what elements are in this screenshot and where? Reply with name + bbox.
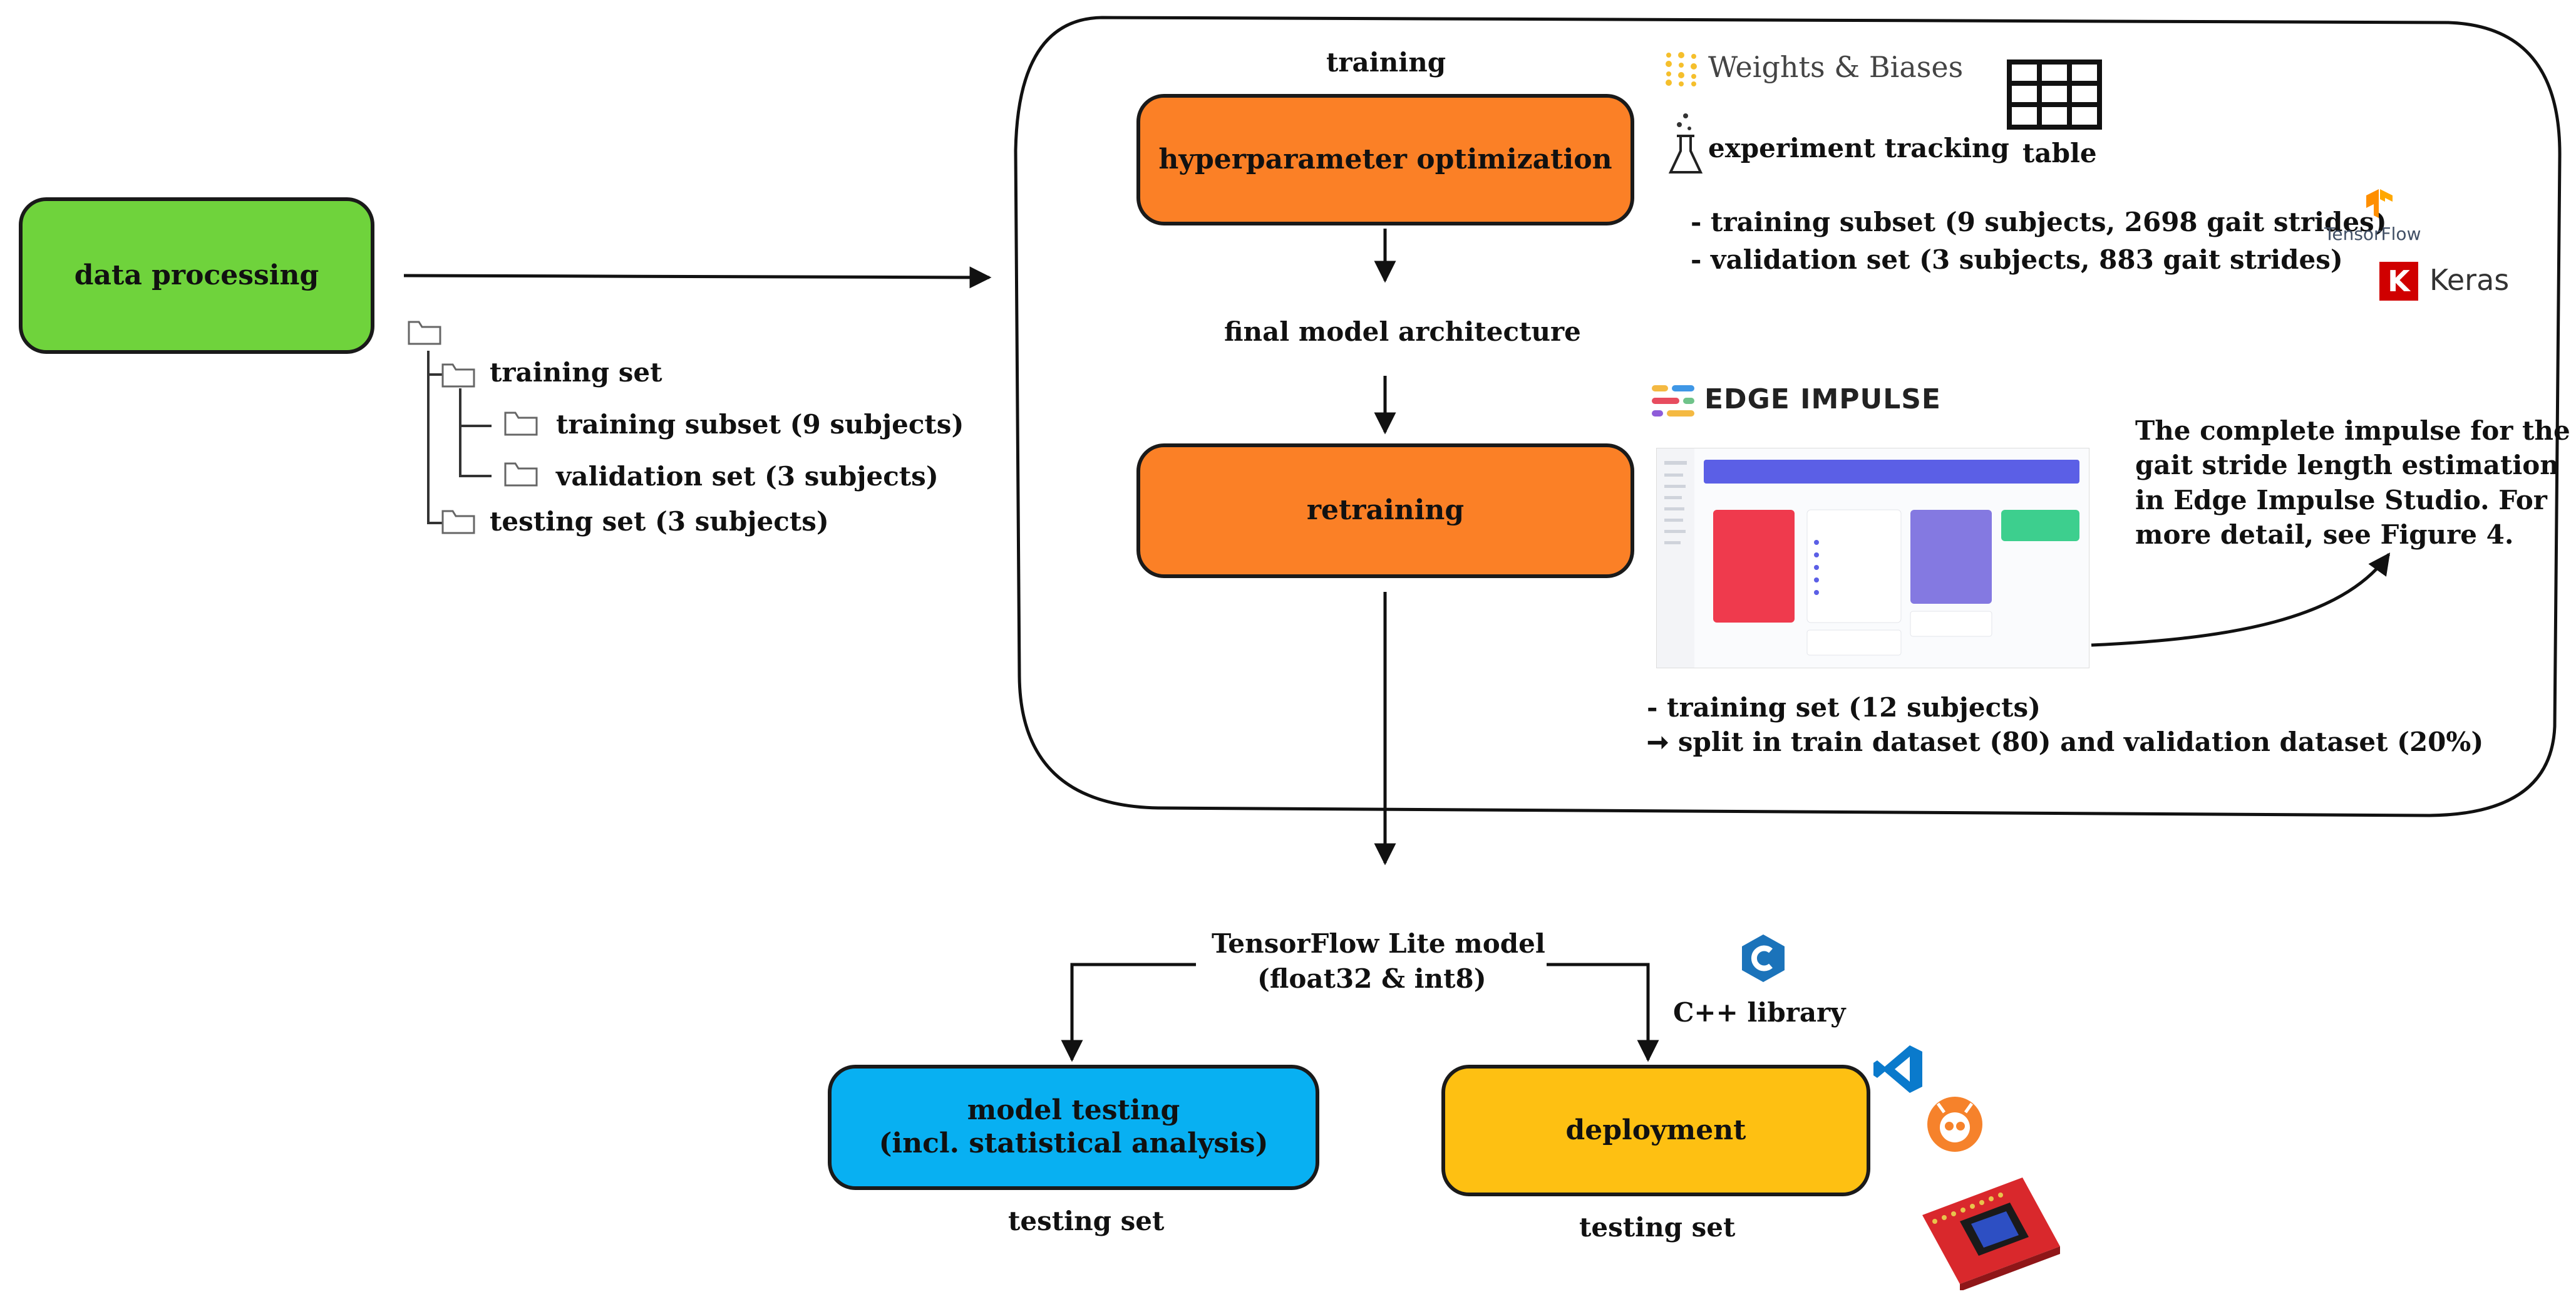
deployment-testing-set-label: testing set	[1579, 1212, 1736, 1243]
data-processing-box: data processing	[19, 197, 374, 354]
model-testing-box: model testing (incl. statistical analysi…	[828, 1065, 1319, 1190]
folder-icon	[441, 509, 476, 537]
caption-line: gait stride length estimation	[2135, 450, 2559, 481]
tflite-model-label: TensorFlow Lite model	[1212, 928, 1545, 959]
retraining-label: retraining	[1306, 494, 1465, 527]
tflite-model-sublabel: (float32 & int8)	[1257, 963, 1486, 994]
retraining-box: retraining	[1136, 443, 1634, 578]
deployment-box: deployment	[1441, 1065, 1870, 1196]
table-icon	[2007, 60, 2102, 132]
tree-testing-set: testing set (3 subjects)	[490, 506, 829, 537]
arrow-to-model-testing	[1061, 963, 1196, 1062]
deployment-label: deployment	[1565, 1114, 1746, 1146]
caption-line: The complete impulse for the	[2135, 415, 2570, 446]
wandb-label: Weights & Biases	[1708, 50, 1964, 84]
cpp-icon	[1741, 933, 1786, 986]
hyperparameter-optimization-label: hyperparameter optimization	[1158, 143, 1612, 175]
cpp-library-label: C++ library	[1673, 997, 1846, 1028]
edge-impulse-caption: The complete impulse for the gait stride…	[2135, 413, 2570, 552]
folder-icon	[407, 319, 442, 348]
folder-icon	[503, 461, 538, 490]
tensorflow-icon	[2364, 188, 2395, 222]
keras-icon: K	[2379, 262, 2418, 301]
edge-impulse-logo-text: EDGE IMPULSE	[1704, 383, 1941, 415]
arrow-to-caption	[2091, 552, 2391, 647]
validation-set-info: - validation set (3 subjects, 883 gait s…	[1691, 244, 2343, 275]
data-processing-label: data processing	[74, 259, 319, 291]
retraining-training-set-info: - training set (12 subjects)	[1647, 692, 2041, 723]
caption-line: in Edge Impulse Studio. For	[2135, 484, 2547, 515]
training-container	[1014, 16, 2562, 817]
hyperparameter-optimization-box: hyperparameter optimization	[1136, 94, 1634, 225]
arrow-to-deployment	[1547, 963, 1659, 1062]
tree-training-subset: training subset (9 subjects)	[556, 409, 964, 440]
model-testing-label: model testing	[967, 1094, 1180, 1127]
model-testing-set-label: testing set	[1008, 1206, 1165, 1236]
arrow-to-training	[403, 266, 992, 289]
platformio-icon	[1925, 1095, 1984, 1156]
tree-validation-set: validation set (3 subjects)	[556, 461, 939, 492]
wandb-dots-icon	[1662, 50, 1700, 90]
edge-impulse-studio-screenshot	[1656, 448, 2089, 668]
training-label: training	[1326, 47, 1446, 78]
vscode-icon	[1872, 1043, 1925, 1098]
folder-icon	[503, 410, 538, 439]
table-label: table	[2022, 138, 2097, 168]
edge-impulse-icon	[1652, 385, 1696, 420]
training-subset-info: - training subset (9 subjects, 2698 gait…	[1691, 207, 2387, 237]
folder-icon	[441, 362, 476, 391]
flask-icon	[1667, 110, 1704, 181]
caption-line: more detail, see Figure 4.	[2135, 519, 2514, 551]
circuit-board-icon	[1916, 1171, 2066, 1293]
keras-icon-letter: K	[2388, 264, 2410, 298]
experiment-tracking-label: experiment tracking	[1708, 133, 2009, 163]
final-model-architecture-label: final model architecture	[1224, 316, 1581, 347]
keras-label: Keras	[2429, 263, 2510, 297]
tree-training-set: training set	[490, 357, 662, 388]
tensorflow-label: TensorFlow	[2324, 224, 2421, 244]
model-testing-sublabel: (incl. statistical analysis)	[878, 1127, 1269, 1159]
retraining-split-info: ➞ split in train dataset (80) and valida…	[1647, 727, 2484, 757]
